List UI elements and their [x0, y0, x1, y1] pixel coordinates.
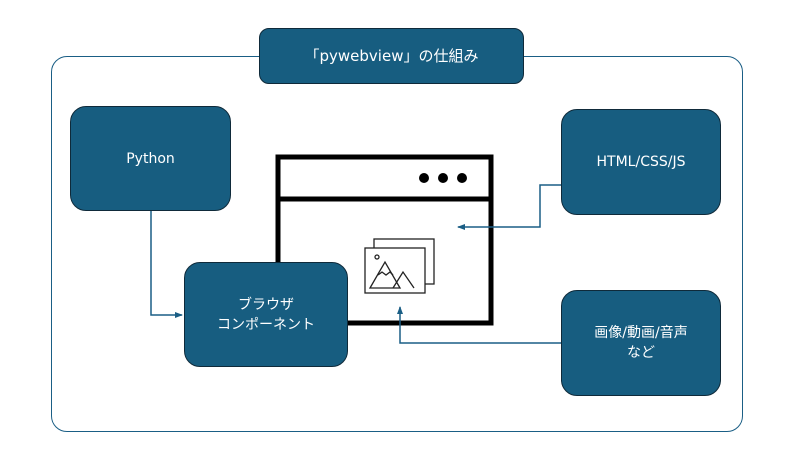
window-dot-icon [419, 173, 429, 183]
web-assets-node: HTML/CSS/JS [561, 109, 721, 215]
window-dot-icon [438, 173, 448, 183]
window-dot-icon [457, 173, 467, 183]
python-to-browser-connector [150, 211, 183, 318]
media-to-images-connector [397, 306, 561, 344]
diagram-title: 「pywebview」の仕組み [259, 28, 524, 84]
html-to-window-connector [457, 184, 561, 230]
python-node: Python [70, 106, 231, 211]
browser-component-node: ブラウザ コンポーネント [184, 262, 348, 367]
image-gallery-icon [364, 238, 435, 294]
media-node: 画像/動画/音声 など [561, 290, 721, 396]
